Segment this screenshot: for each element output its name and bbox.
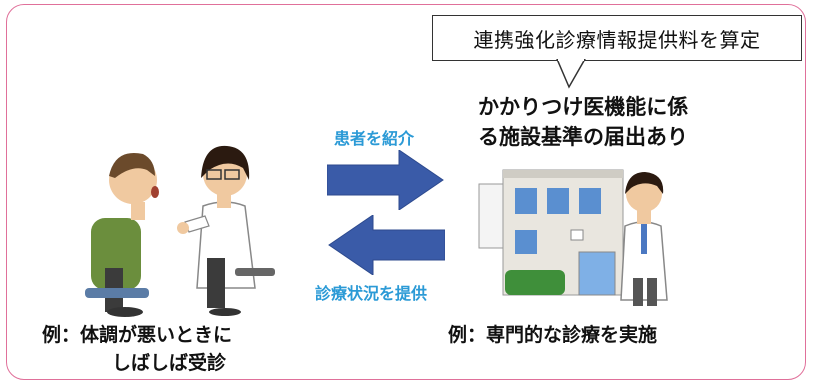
left-caption-line2: しばしば受診 (112, 352, 227, 374)
clinic-building (478, 169, 624, 296)
diagram-frame (6, 4, 806, 380)
left-caption: 例：体調が悪いときに しばしば受診 (42, 321, 302, 377)
consultation-illustration (85, 145, 275, 317)
fee-callout: 連携強化診療情報提供料を算定 (432, 15, 802, 61)
report-arrow (328, 215, 445, 275)
doctor-figure (177, 145, 275, 316)
facility-label-line2: る施設基準の届出あり (478, 125, 688, 149)
callout-tail (556, 59, 586, 89)
clinic-doctor (620, 172, 668, 306)
left-caption-line1: 例：体調が悪いときに (42, 324, 233, 346)
report-status-label: 診療状況を提供 (315, 284, 428, 303)
patient-figure (85, 152, 159, 317)
right-caption: 例：専門的な診療を実施 (448, 324, 658, 346)
fee-callout-text: 連携強化診療情報提供料を算定 (473, 27, 761, 52)
clinic-illustration (478, 169, 668, 306)
refer-arrow (327, 150, 444, 210)
facility-label: かかりつけ医機能に係 る施設基準の届出あり (478, 92, 738, 152)
facility-label-line1: かかりつけ医機能に係 (478, 95, 689, 119)
refer-patient-label: 患者を紹介 (334, 129, 415, 148)
